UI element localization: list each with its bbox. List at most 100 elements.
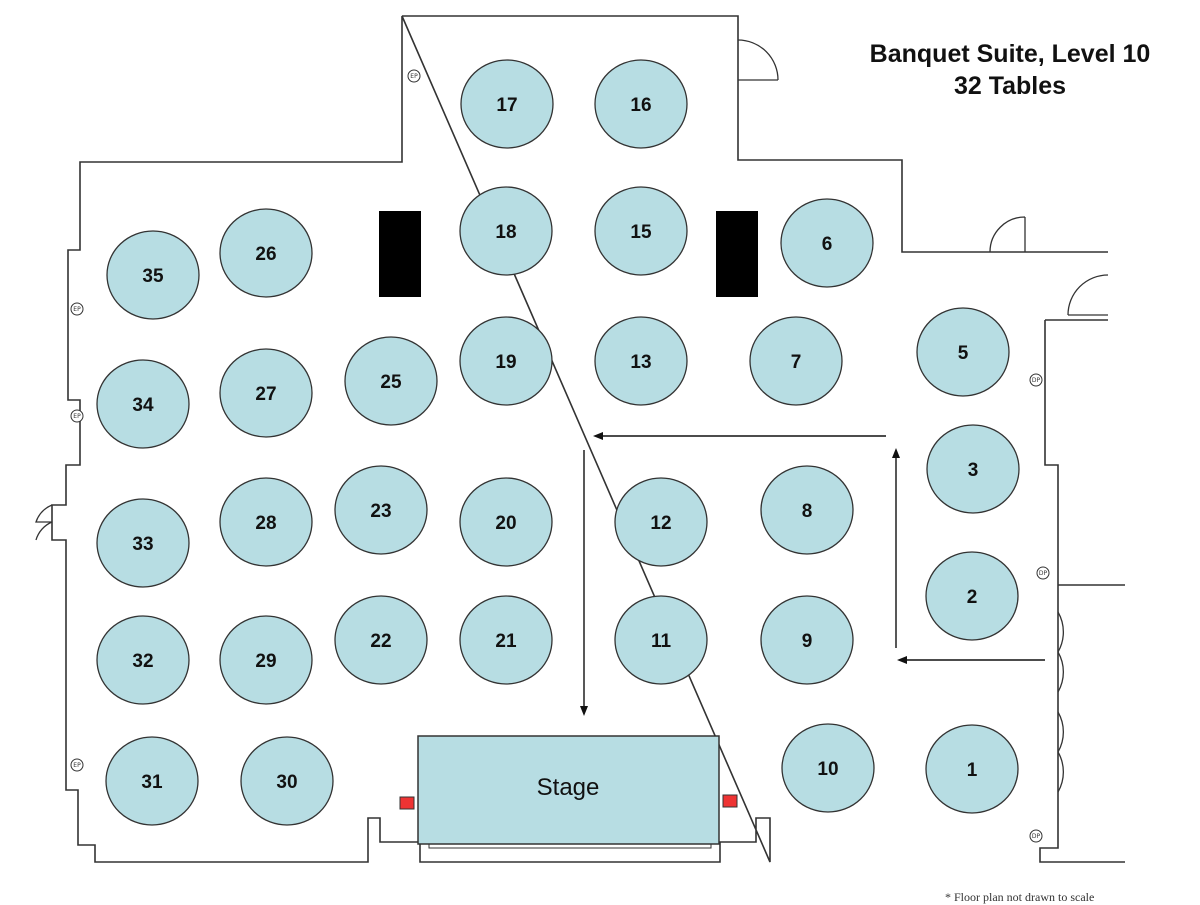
table-number: 1 — [967, 760, 978, 781]
door-right — [1067, 274, 1109, 316]
table-circle — [614, 477, 708, 567]
table-7: 7 — [749, 316, 843, 406]
svg-text:DP: DP — [1039, 570, 1048, 577]
table-number: 20 — [495, 513, 516, 534]
table-31: 31 — [105, 736, 199, 826]
table-circle — [594, 186, 688, 276]
table-circle — [96, 498, 190, 588]
table-circle — [105, 736, 199, 826]
outlet-icon: EP — [70, 302, 84, 316]
title-line-2: 32 Tables — [953, 72, 1067, 100]
table-22: 22 — [334, 595, 428, 685]
table-20: 20 — [459, 477, 553, 567]
table-16: 16 — [594, 59, 688, 149]
outlet-icon: EP — [70, 409, 84, 423]
door-right-lower-1 — [1057, 611, 1065, 693]
table-30: 30 — [240, 736, 334, 826]
room-walls — [51, 15, 1125, 863]
table-number: 5 — [958, 343, 969, 364]
table-29: 29 — [219, 615, 313, 705]
plan-title: Banquet Suite, Level 10 32 Tables — [835, 38, 1185, 102]
table-9: 9 — [760, 595, 854, 685]
table-3: 3 — [926, 424, 1020, 514]
table-circle — [334, 595, 428, 685]
pillar-left — [379, 211, 421, 297]
speaker-icon — [722, 794, 738, 808]
svg-text:EP: EP — [410, 73, 418, 80]
table-19: 19 — [459, 316, 553, 406]
table-number: 22 — [370, 631, 391, 652]
tables: 1235678910111213151617181920212223252627… — [96, 59, 1020, 826]
table-circle — [459, 316, 553, 406]
table-circle — [925, 551, 1019, 641]
table-circle — [760, 465, 854, 555]
table-10: 10 — [781, 723, 875, 813]
table-circle — [781, 723, 875, 813]
door-right-lower-2 — [1057, 711, 1065, 793]
table-number: 6 — [822, 234, 833, 255]
table-circle — [459, 595, 553, 685]
table-34: 34 — [96, 359, 190, 449]
table-number: 15 — [630, 222, 652, 243]
table-13: 13 — [594, 316, 688, 406]
stage: Stage — [417, 735, 720, 849]
table-number: 32 — [132, 651, 153, 672]
table-number: 35 — [142, 266, 164, 287]
outlet-icon: DP — [1036, 566, 1050, 580]
table-17: 17 — [460, 59, 554, 149]
table-number: 10 — [817, 759, 838, 780]
table-8: 8 — [760, 465, 854, 555]
table-number: 28 — [255, 513, 276, 534]
svg-text:DP: DP — [1032, 377, 1041, 384]
table-circle — [926, 424, 1020, 514]
table-1: 1 — [925, 724, 1019, 814]
table-number: 16 — [630, 95, 651, 116]
table-circle — [614, 595, 708, 685]
speaker-icon — [399, 796, 415, 810]
table-number: 12 — [650, 513, 671, 534]
table-circle — [96, 359, 190, 449]
table-circle — [760, 595, 854, 685]
table-6: 6 — [780, 198, 874, 288]
table-18: 18 — [459, 186, 553, 276]
table-circle — [106, 230, 200, 320]
table-number: 3 — [968, 460, 979, 481]
table-32: 32 — [96, 615, 190, 705]
table-5: 5 — [916, 307, 1010, 397]
table-circle — [219, 208, 313, 298]
table-circle — [749, 316, 843, 406]
table-number: 18 — [495, 222, 516, 243]
walkway-arrows — [580, 432, 1045, 716]
table-27: 27 — [219, 348, 313, 438]
outlets: EPEPEPEPDPDPDPEP — [70, 69, 1050, 843]
table-circle — [780, 198, 874, 288]
table-number: 11 — [651, 631, 672, 652]
table-circle — [460, 59, 554, 149]
table-number: 29 — [255, 651, 276, 672]
table-circle — [594, 316, 688, 406]
pillar-right — [716, 211, 758, 297]
table-circle — [334, 465, 428, 555]
door-top — [737, 39, 779, 81]
table-23: 23 — [334, 465, 428, 555]
table-number: 13 — [630, 352, 651, 373]
table-number: 2 — [967, 587, 978, 608]
svg-text:EP: EP — [73, 762, 81, 769]
table-number: 30 — [276, 772, 297, 793]
table-circle — [219, 615, 313, 705]
table-2: 2 — [925, 551, 1019, 641]
table-number: 9 — [802, 631, 813, 652]
table-number: 34 — [132, 395, 154, 416]
table-number: 26 — [255, 244, 276, 265]
table-number: 31 — [141, 772, 163, 793]
outlet-icon: DP — [1029, 373, 1043, 387]
table-number: 7 — [791, 352, 802, 373]
table-21: 21 — [459, 595, 553, 685]
door-right-upper — [989, 216, 1026, 253]
outlet-icon: EP — [70, 758, 84, 772]
table-28: 28 — [219, 477, 313, 567]
table-number: 8 — [802, 501, 813, 522]
footnote: * Floor plan not drawn to scale — [945, 890, 1095, 904]
table-number: 23 — [370, 501, 391, 522]
